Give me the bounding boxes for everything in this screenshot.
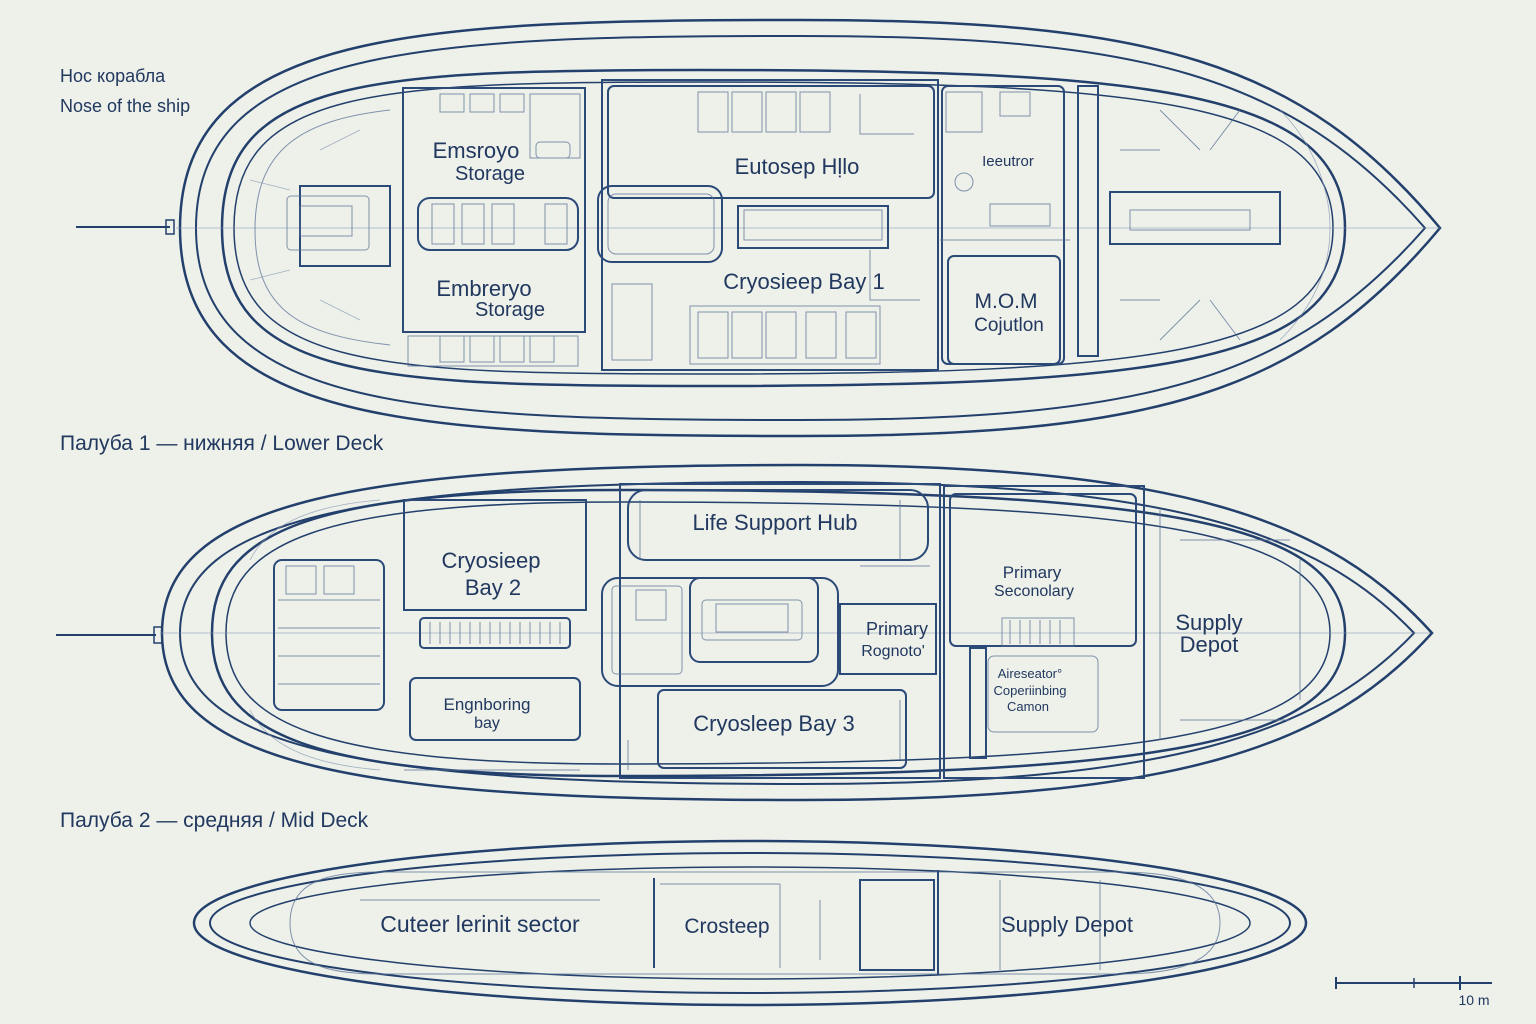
room-mom-line2: Cojutlon	[974, 315, 1044, 336]
room-supply-depot-line1: Supply	[1175, 610, 1242, 635]
room-sector: Cuteer lerinit sector	[380, 911, 580, 937]
room-crosteep: Crosteep	[684, 915, 769, 938]
room-cryosleep-bay-2-line2: Bay 2	[465, 575, 521, 600]
scale-label: 10 m	[1458, 992, 1489, 1008]
room-supply-depot-deck3: Supply Depot	[1001, 912, 1133, 937]
deck-2-plan	[56, 463, 1434, 802]
room-cryosleep-bay-2-line1: Cryosieep	[441, 548, 540, 573]
room-embryo-storage-top-line1: Emsroyo	[433, 138, 520, 163]
room-primary-line1: Primary	[866, 619, 928, 639]
room-aerator-line3: Camon	[1007, 699, 1049, 714]
room-aerator-line2: Coperiinbing	[994, 683, 1067, 698]
room-embryo-storage-bottom-line2: Storage	[475, 299, 545, 321]
room-life-support-hub: Life Support Hub	[692, 510, 857, 535]
room-embryo-storage-top-line2: Storage	[455, 163, 525, 185]
room-secondary-line1: Primary	[1003, 563, 1062, 582]
room-cryosleep-bay-1: Cryosieep Bay 1	[723, 269, 884, 294]
room-cryosleep-bay-3: Cryosleep Bay 3	[693, 711, 854, 736]
deck-1-plan	[76, 18, 1442, 438]
deck-3-plan	[192, 839, 1308, 1007]
room-secondary-line2: Seconolary	[994, 583, 1074, 600]
room-engineering-line1: Engnboring	[444, 695, 531, 714]
nose-label-ru: Нос корабла	[60, 66, 166, 86]
room-aerator-line1: Aireseator°	[998, 666, 1062, 681]
room-embryo-storage-bottom-line1: Embreryo	[436, 276, 531, 301]
scale-bar: 10 m	[1335, 976, 1492, 1008]
room-engineering-line2: bay	[474, 715, 500, 732]
nose-label-en: Nose of the ship	[60, 96, 190, 116]
room-hub: Eutosep Hḷlo	[735, 154, 860, 179]
room-mom-line1: M.O.M	[975, 290, 1038, 313]
room-supply-depot-line2: Depot	[1180, 632, 1239, 657]
room-small: Ieeutror	[982, 153, 1034, 170]
room-primary-line2: Rognoto'	[861, 643, 925, 660]
deck-1-caption: Палуба 1 — нижняя / Lower Deck	[60, 432, 384, 455]
deck-2-caption: Палуба 2 — средняя / Mid Deck	[60, 809, 369, 832]
